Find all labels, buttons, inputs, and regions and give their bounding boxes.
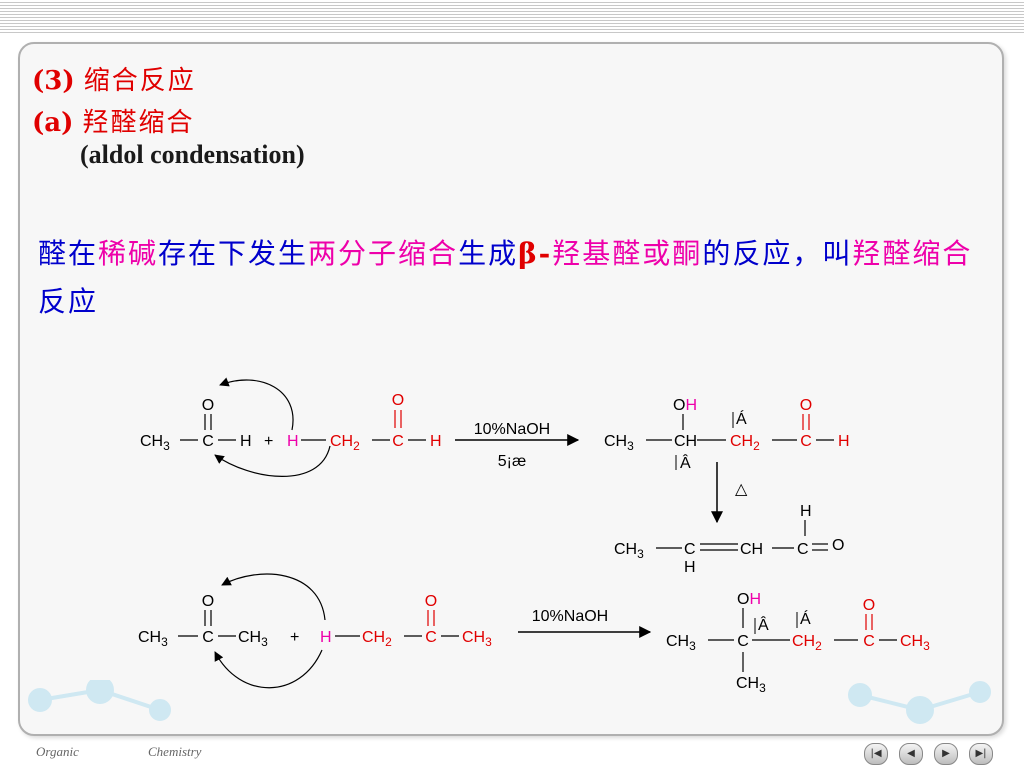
last-icon: ▶| (975, 748, 987, 759)
prev-icon: ◀ (907, 748, 915, 759)
r1-o: O (202, 397, 214, 414)
r1-p-ch3: CH3 (604, 433, 634, 453)
r2-p-c: C (737, 633, 749, 650)
r1-d-c2: C (797, 541, 809, 558)
desc-bimolecular: 两分子缩合 (308, 237, 459, 270)
r1-d-ch3: CH3 (614, 541, 644, 561)
english-subtitle: (aldol condensation) (80, 140, 305, 169)
subsection-title: 羟醛缩合 (82, 108, 195, 138)
r2-p-beta: Â (758, 615, 769, 634)
r1-d-h: H (684, 559, 696, 576)
r1-ch3: CH3 (140, 433, 170, 453)
r2-p-c2: C (863, 633, 875, 650)
top-stripe-band (0, 0, 1024, 34)
r2-o2: O (425, 593, 437, 610)
subsection-heading-aldol: (a) 羟醛缩合 (32, 102, 195, 139)
r1-condition: 5¡æ (498, 453, 526, 470)
r2-c: C (202, 629, 214, 646)
r1-p-ch: CH (674, 433, 697, 450)
reaction-2: O CH3 C CH3 + H CH2 C O CH3 10%NaOH OH C… (138, 573, 930, 695)
nav-last-button[interactable]: ▶| (969, 743, 993, 765)
r1-ch2: CH2 (330, 433, 360, 453)
desc-part-1: 醛在 (38, 237, 99, 270)
r1-h: H (240, 433, 252, 450)
r2-alpha-h: H (320, 629, 332, 646)
desc-part-10: 反应 (38, 285, 99, 318)
nav-prev-button[interactable]: ◀ (899, 743, 923, 765)
reaction-1: O CH3 C H + H CH2 C O H 10%NaOH 5¡æ OH C… (140, 377, 850, 576)
r1-c: C (202, 433, 214, 450)
first-icon: |◀ (870, 748, 882, 759)
r2-reagent: 10%NaOH (532, 608, 608, 625)
r1-alpha-h: H (287, 433, 299, 450)
section-title: 缩合反应 (83, 66, 196, 96)
r1-p-o: OH (673, 397, 697, 414)
r2-p-o: OH (737, 591, 761, 608)
r1-heat: △ (735, 481, 748, 498)
r1-c2: C (392, 433, 404, 450)
r1-d-o: O (832, 537, 844, 554)
nav-first-button[interactable]: |◀ (864, 743, 888, 765)
desc-aldol: 羟醛缩合 (852, 237, 973, 270)
r2-o: O (202, 593, 214, 610)
r1-p-c: C (800, 433, 812, 450)
desc-hydroxy-aldehyde: 羟基醛或酮 (552, 237, 703, 270)
r1-p-alpha: Á (736, 409, 747, 428)
r2-ch2: CH2 (362, 629, 392, 649)
desc-beta: β- (518, 237, 553, 270)
r1-p-o2: O (800, 397, 812, 414)
r2-ch3b: CH3 (238, 629, 268, 649)
footer-organic: Organic (36, 744, 79, 759)
r1-reagent: 10%NaOH (474, 421, 550, 438)
desc-part-3: 存在下发生 (158, 237, 309, 270)
section-heading-condensation: (3) 缩合反应 (32, 60, 196, 97)
r1-d-htop: H (800, 503, 812, 520)
nav-next-button[interactable]: ▶ (934, 743, 958, 765)
definition-paragraph: 醛在稀碱存在下发生两分子缩合生成β-羟基醛或酮的反应，叫羟醛缩合反应 (38, 230, 998, 326)
r2-c2: C (425, 629, 437, 646)
r2-plus: + (290, 629, 299, 646)
r1-p-beta: Â (680, 453, 691, 472)
next-icon: ▶ (942, 748, 950, 759)
r2-ch3a: CH3 (138, 629, 168, 649)
subsection-number: (a) (32, 108, 74, 138)
r1-d-ch: CH (740, 541, 763, 558)
desc-dilute-base: 稀碱 (98, 237, 159, 270)
r2-p-ch3c: CH3 (736, 675, 766, 695)
r1-p-h: H (838, 433, 850, 450)
section-number: (3) (32, 66, 75, 96)
r1-h2: H (430, 433, 442, 450)
r2-p-ch3b: CH3 (900, 633, 930, 653)
footer-chemistry: Chemistry (148, 744, 202, 759)
slide-content-card (18, 42, 1004, 736)
desc-part-8: 的反应，叫 (702, 237, 853, 270)
r2-p-alpha: Á (800, 609, 811, 628)
r2-p-ch2: CH2 (792, 633, 822, 653)
r1-p-ch2: CH2 (730, 433, 760, 453)
r2-ch3: CH3 (462, 629, 492, 649)
r1-plus: + (264, 433, 273, 450)
desc-part-5: 生成 (458, 237, 519, 270)
r2-p-ch3: CH3 (666, 633, 696, 653)
r2-p-o2: O (863, 597, 875, 614)
r1-o2: O (392, 392, 404, 409)
r1-d-c: C (684, 541, 696, 558)
